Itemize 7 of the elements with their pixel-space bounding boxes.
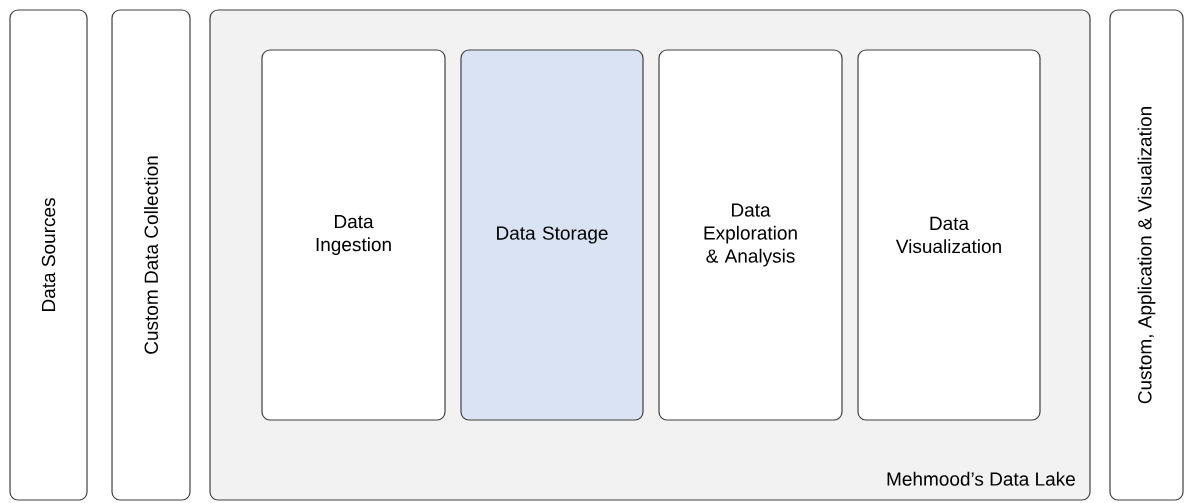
column-box: Custom Data Collection xyxy=(111,9,191,501)
stage-box: Data Visualization xyxy=(857,49,1041,421)
stage-box: Data Storage xyxy=(460,49,644,421)
column-box: Custom, Application & Visualization xyxy=(1109,9,1184,501)
stage-box: Data Exploration & Analysis xyxy=(658,49,843,421)
stage-box: Data Ingestion xyxy=(261,49,446,421)
column-box: Data Sources xyxy=(9,9,88,501)
